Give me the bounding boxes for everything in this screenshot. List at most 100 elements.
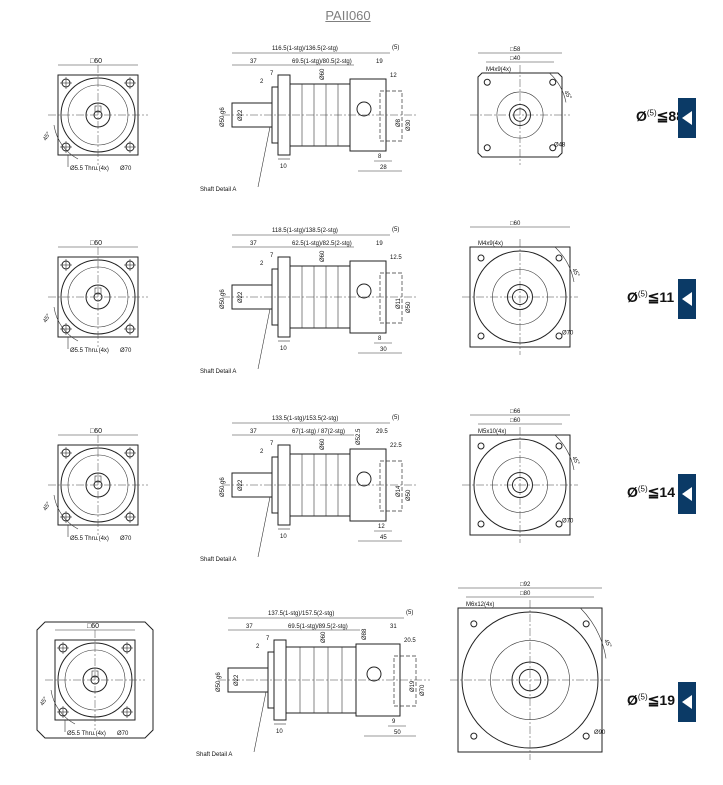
shaft-detail-leader-3: [257, 496, 271, 558]
motor-angle-arc-4: [580, 607, 607, 659]
motor-flange-1: [477, 72, 563, 158]
d28-label-4: 50: [394, 730, 401, 736]
sq1-label-3: □66: [510, 409, 521, 415]
overall-note-4: (5): [406, 610, 413, 616]
tap-hole-1-1: [549, 78, 557, 86]
pilot-label-1: Ø50 g6: [220, 107, 226, 127]
angle-label-3: 45°: [43, 501, 53, 512]
ratio-label-1: Ø(5)≦88: [636, 108, 684, 124]
dx1-label-2: Ø11: [396, 297, 402, 309]
ratio-label-2: Ø(5)≦11: [627, 289, 675, 305]
d8-label-1: 8: [378, 154, 382, 160]
bolt-circle-label-2: Ø70: [120, 348, 132, 354]
d8-label-2: 8: [378, 336, 382, 342]
motor-pilot-1: [379, 90, 403, 142]
d28-label-3: 45: [380, 535, 387, 541]
sq1-label-4: □92: [520, 582, 531, 588]
d12-label-2: 12.5: [390, 255, 402, 261]
len10-label-1: 10: [280, 164, 287, 170]
thru-hole-label-1: Ø5.5 Thru.(4x): [70, 166, 109, 172]
angle-arc-4: [50, 689, 76, 725]
motor-circle-label-1: Ø48: [554, 143, 566, 149]
tap-label-1: M4x9(4x): [486, 67, 511, 73]
angle-label-2: 45°: [43, 313, 53, 324]
tap-label-2: M4x9(4x): [478, 241, 503, 247]
dx1-label-4: Ø19: [410, 680, 416, 692]
len37-label-2: 37: [250, 241, 257, 247]
sq1-label-1: □58: [510, 47, 521, 53]
mid-length-label-3: 67(1-stg) / 87(2-stg): [292, 429, 345, 435]
dx2-label-2: Ø50: [406, 301, 412, 313]
clamp-screw-1: [356, 101, 372, 117]
flange-outline-4: [36, 621, 154, 739]
mid-length-label-1: 69.5(1-stg)/80.5(2-stg): [292, 59, 352, 65]
clamp-screw-3: [356, 471, 372, 487]
expand-arrow-button-2[interactable]: [678, 279, 696, 319]
d19-label-3: 29.5: [376, 429, 388, 435]
motor-bore-inner-2: [512, 289, 528, 305]
tap-label-3: M5x10(4x): [478, 429, 506, 435]
clamp-screw-2: [356, 283, 372, 299]
tap-hole-2-2: [477, 332, 485, 340]
shaft-detail-leader-4: [253, 691, 267, 753]
len7-label-3: 7: [270, 441, 274, 447]
len10-label-2: 10: [280, 346, 287, 352]
overall-note-3: (5): [392, 415, 399, 421]
mid-length-label-2: 62.5(1-stg)/82.5(2-stg): [292, 241, 352, 247]
motor-angle-label-4: 45°: [602, 638, 612, 649]
overall-length-label-3: 133.5(1-stg)/153.5(2-stg): [272, 416, 338, 422]
pilot-label-3: Ø50 g6: [220, 477, 226, 497]
shaft-detail-label-3: Shaft Detail A: [200, 557, 236, 563]
tap-hole-4-1: [582, 620, 590, 628]
d12-label-1: 12: [390, 73, 397, 79]
d8-label-3: 12: [378, 524, 385, 530]
motor-angle-label-2: 45°: [570, 268, 580, 279]
ratio-label-3: Ø(5)≦14: [627, 484, 675, 500]
thru-hole-label-4: Ø5.5 Thru.(4x): [67, 731, 106, 737]
extra-dia-label-4: Ø88: [362, 628, 368, 640]
tap-hole-4-2: [470, 732, 478, 740]
pilot-label-2: Ø50 g6: [220, 289, 226, 309]
sq1-label-2: □60: [510, 221, 521, 227]
expand-arrow-button-4[interactable]: [678, 682, 696, 722]
angle-label-4: 45°: [40, 696, 50, 707]
shaft-detail-leader-2: [257, 308, 271, 370]
sq2-label-4: □80: [520, 591, 531, 597]
dx2-label-4: Ø70: [420, 684, 426, 696]
motor-angle-label-1: 45°: [562, 90, 572, 101]
sq2-label-1: □40: [510, 56, 521, 62]
shaft-detail-label-1: Shaft Detail A: [200, 187, 236, 193]
expand-arrow-button-3[interactable]: [678, 474, 696, 514]
d19-label-4: 31: [390, 624, 397, 630]
motor-bore-inner-3: [512, 477, 528, 493]
tap-hole-2-0: [477, 254, 485, 262]
bolt-circle-label-3: Ø70: [120, 536, 132, 542]
d12-label-3: 22.5: [390, 443, 402, 449]
tap-hole-3-2: [477, 520, 485, 528]
len2-label-3: 2: [260, 449, 264, 455]
tap-hole-4-3: [582, 732, 590, 740]
tap-hole-4-0: [470, 620, 478, 628]
dx1-label-3: Ø14: [396, 485, 402, 497]
overall-length-label-1: 116.5(1-stg)/136.5(2-stg): [272, 46, 338, 52]
tap-hole-1-3: [549, 144, 557, 152]
tap-hole-3-3: [555, 520, 563, 528]
tap-hole-2-3: [555, 332, 563, 340]
shaft-detail-label-4: Shaft Detail A: [196, 752, 232, 758]
len37-label-3: 37: [250, 429, 257, 435]
len37-label-4: 37: [246, 624, 253, 630]
shaft-detail-leader-1: [257, 126, 271, 188]
motor-angle-arc-1: [549, 72, 567, 103]
d19-label-2: 19: [376, 241, 383, 247]
overall-note-1: (5): [392, 45, 399, 51]
expand-arrow-button-1[interactable]: [678, 98, 696, 138]
sq2-label-3: □60: [510, 418, 521, 424]
d28-label-1: 28: [380, 165, 387, 171]
len7-label-2: 7: [270, 253, 274, 259]
shaft-dia-label-2: Ø22: [238, 291, 244, 303]
len2-label-1: 2: [260, 79, 264, 85]
dim-square-label-1: □60: [90, 58, 102, 65]
dim-square-label-4: □60: [87, 623, 99, 630]
d28-label-2: 30: [380, 347, 387, 353]
motor-circle-label-4: Ø90: [594, 730, 606, 736]
